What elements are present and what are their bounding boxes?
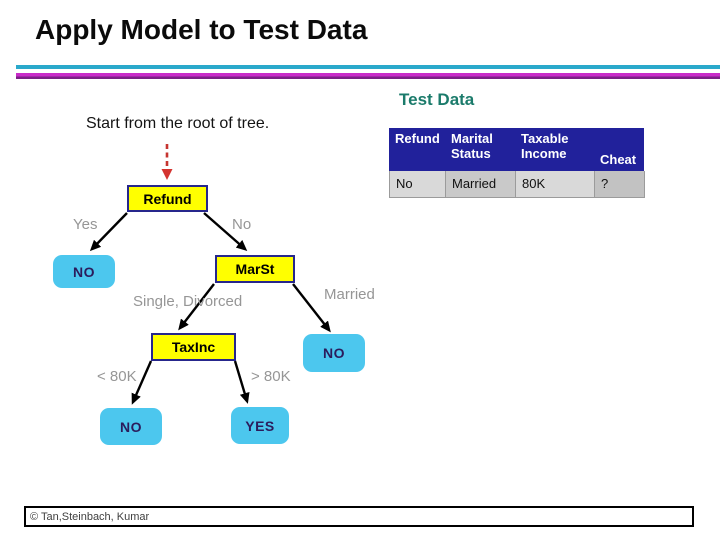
column-header-refund: Refund (395, 131, 440, 146)
table-row: No Married 80K ? (389, 171, 645, 198)
table-header-row: Refund Marital Status Taxable Income Che… (389, 128, 644, 171)
branch-label-gt-80k: > 80K (251, 368, 291, 385)
copyright-text: © Tan,Steinbach, Kumar (30, 510, 150, 523)
cell-refund: No (390, 171, 446, 198)
leaf-no-low-income: NO (100, 408, 162, 445)
cell-cheat: ? (595, 171, 645, 198)
instruction-text: Start from the root of tree. (86, 115, 270, 132)
column-header-marital-status: Marital Status (451, 131, 493, 161)
test-data-heading: Test Data (399, 90, 475, 109)
branch-label-lt-80k: < 80K (97, 368, 137, 385)
divider-rule-magenta (16, 73, 720, 79)
column-header-taxable-income: Taxable Income (521, 131, 569, 161)
leaf-no-married: NO (303, 334, 365, 372)
branch-taxinc-high (233, 360, 250, 404)
divider-rule-teal (16, 65, 720, 69)
node-refund: Refund (127, 185, 208, 212)
column-header-cheat: Cheat (600, 152, 637, 168)
node-marst: MarSt (215, 255, 295, 283)
node-taxinc: TaxInc (151, 333, 236, 361)
branch-label-married: Married (324, 286, 375, 303)
cell-marital-status: Married (446, 171, 516, 198)
leaf-yes-high-income: YES (231, 407, 289, 444)
branch-label-no: No (232, 216, 252, 233)
slide-title: Apply Model to Test Data (35, 14, 368, 45)
test-data-table: Refund Marital Status Taxable Income Che… (389, 128, 645, 198)
branch-label-yes: Yes (73, 216, 98, 233)
branch-label-single-divorced: Single, Divorced (133, 293, 243, 310)
copyright-bar: © Tan,Steinbach, Kumar (24, 506, 694, 527)
leaf-no-refund-yes: NO (53, 255, 115, 288)
cell-taxable-income: 80K (516, 171, 595, 198)
